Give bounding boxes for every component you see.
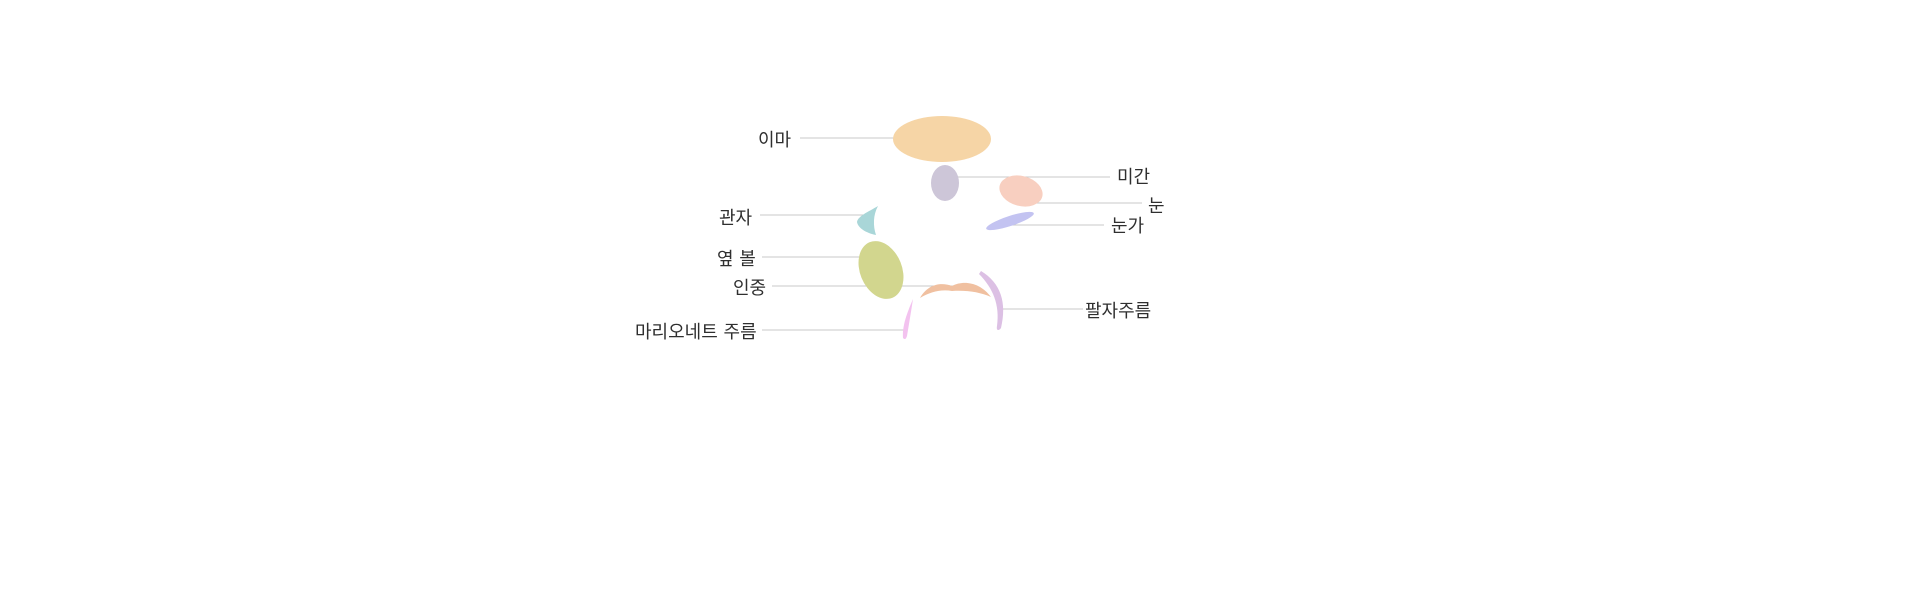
marionette-label: 마리오네트 주름 bbox=[635, 322, 757, 343]
marionette-region bbox=[902, 299, 913, 340]
nasolabial-region bbox=[979, 271, 1004, 331]
crows-feet-region bbox=[986, 211, 1034, 231]
temple-region bbox=[857, 206, 878, 235]
philtrum-region bbox=[920, 282, 991, 298]
side-cheek-label: 옆 볼 bbox=[717, 249, 756, 270]
nasolabial-label: 팔자주름 bbox=[1085, 301, 1151, 322]
glabella-region bbox=[931, 165, 959, 201]
forehead-region bbox=[893, 116, 991, 162]
eye-region bbox=[999, 175, 1043, 207]
forehead-label: 이마 bbox=[758, 130, 792, 151]
side-cheek-region bbox=[858, 241, 904, 299]
philtrum-label: 인중 bbox=[733, 278, 766, 299]
temple-label: 관자 bbox=[719, 208, 753, 229]
crows-feet-label: 눈가 bbox=[1111, 216, 1144, 237]
glabella-label: 미간 bbox=[1117, 167, 1150, 188]
eye-label: 눈 bbox=[1148, 196, 1165, 217]
